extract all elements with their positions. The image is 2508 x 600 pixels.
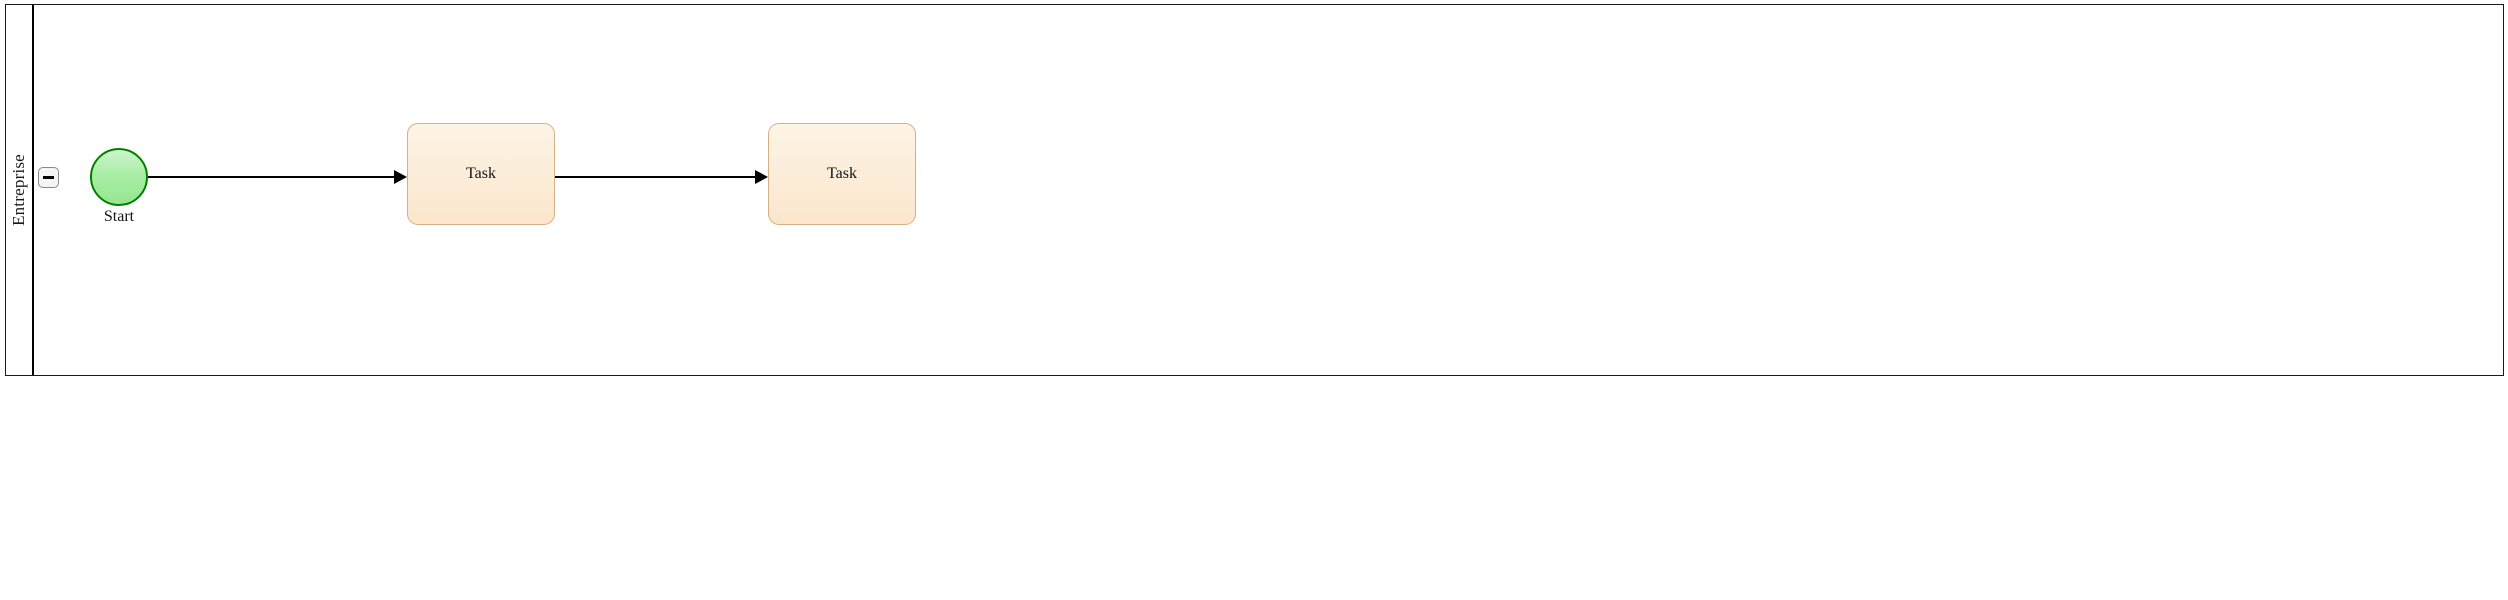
sequence-flow-start-to-task-1[interactable] — [148, 170, 408, 184]
task-node-2[interactable]: Task — [768, 123, 916, 225]
start-event-circle[interactable] — [90, 148, 148, 206]
start-event[interactable]: Start — [90, 148, 148, 225]
task-label: Task — [827, 165, 857, 182]
pool-collapse-button[interactable] — [38, 167, 59, 188]
minus-icon — [43, 175, 54, 180]
arrow-head-icon — [394, 170, 407, 184]
pool-entreprise[interactable]: Entreprise — [5, 4, 2504, 376]
pool-body — [34, 5, 2503, 375]
pool-header-strip[interactable]: Entreprise — [6, 5, 34, 375]
task-label: Task — [466, 165, 496, 182]
sequence-flow-task-1-to-task-2[interactable] — [555, 170, 769, 184]
pool-label: Entreprise — [9, 154, 28, 226]
flow-line — [148, 176, 396, 179]
task-node-1[interactable]: Task — [407, 123, 555, 225]
arrow-head-icon — [755, 170, 768, 184]
flow-line — [555, 176, 757, 179]
start-event-label: Start — [103, 208, 135, 225]
